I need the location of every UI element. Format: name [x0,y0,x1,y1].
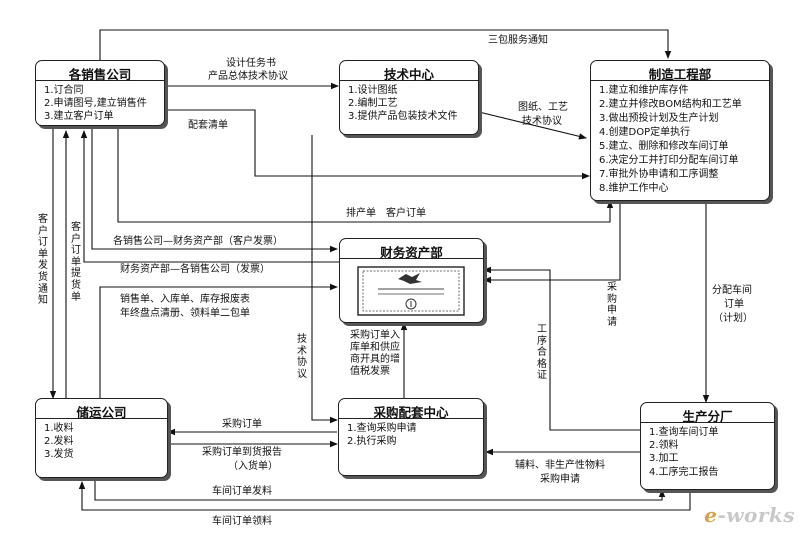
arrow-tech-purchase [311,135,338,424]
production-plant-box[interactable]: 生产分厂 1.查询车间订单 2.领料 3.加工 4.工序完工报告 [640,402,775,490]
tech-item: 2.编制工艺 [348,98,398,110]
mfg-item: 4.创建DOP定单执行 [599,127,691,138]
finance-dept-title: 财务资产部 [340,239,483,260]
plant-item: 2.领料 [649,440,679,452]
mfg-item: 6.决定分工并打印分配车间订单 [599,155,739,166]
label-process-cert-v: 工序合格证 [537,324,547,382]
storage-company-box[interactable]: 储运公司 1.收料 2.发料 3.发货 [35,398,168,478]
tech-item: 3.提供产品包装技术文件 [348,111,458,123]
label-purchase-request-v: 采购申请 [607,282,617,328]
sales-item: 1.订合同 [44,85,84,96]
label-drawings: 图纸、工艺 [518,102,568,113]
label-aux-request-2: 采购申请 [540,474,580,485]
arrow-mfg-purchase-req [483,201,621,284]
sales-companies-title: 各销售公司 [36,61,164,82]
label-shop-pick: 车间订单领料 [212,516,272,527]
mfg-item: 3.做出预投计划及生产计划 [599,113,719,124]
arrow-parts-list [165,109,590,180]
tech-center-box[interactable]: 技术中心 1.设计图纸 2.编制工艺 3.提供产品包装技术文件 [339,60,479,135]
purchase-item: 1.查询采购申请 [347,423,417,434]
mfg-item: 2.建立并修改BOM结构和工艺单 [599,99,742,110]
mfg-item: 8.维护工作中心 [599,183,669,194]
manufacturing-dept-title: 制造工程部 [591,61,769,82]
mfg-item: 7.审批外协申请和工序调整 [599,169,719,180]
purchase-center-title: 采购配套中心 [339,399,483,420]
sales-companies-box[interactable]: 各销售公司 1.订合同 2.申请图号,建立销售件 3.建立客户订单 [35,60,165,126]
storage-item: 1.收料 [44,423,74,434]
label-aux-request-1: 辅料、非生产性物料 [515,460,605,471]
finance-dept-box[interactable]: 财务资产部 [339,238,484,323]
manufacturing-dept-box[interactable]: 制造工程部 1.建立和维护库存件 2.建立并修改BOM结构和工艺单 3.做出预投… [590,60,770,201]
label-reports-1: 销售单、入库单、库存报废表 [120,294,250,305]
label-dispatch-3: （计划） [713,313,753,324]
arrow-drawings [478,111,587,140]
plant-item: 4.工序完工报告 [649,466,719,478]
mfg-item: 5.建立、删除和修改车间订单 [599,141,729,152]
purchase-center-box[interactable]: 采购配套中心 1.查询采购申请 2.执行采购 [338,398,484,476]
label-sales-to-finance: 各销售公司—财务资产部（客户发票） [113,236,283,247]
label-dispatch-1: 分配车间 [712,285,752,296]
production-plant-title: 生产分厂 [641,403,774,424]
arrow-warranty [99,29,672,60]
label-schedule-orders: 排产单 客户订单 [346,208,426,219]
label-purchase-docs: 采购订单入库单和供应商开具的增值税发票 [350,330,400,377]
label-finance-to-sales: 财务资产部—各销售公司（发票） [120,264,270,275]
arrow-shop-issue [94,478,666,501]
sales-item: 3.建立客户订单 [44,111,114,123]
plant-item: 3.加工 [649,453,679,465]
label-arrival-report-2: （入货单） [228,461,278,472]
label-shop-issue: 车间订单发料 [212,486,272,497]
storage-item: 3.发货 [44,449,74,461]
arrow-sales-finance [91,126,338,253]
storage-company-title: 储运公司 [36,399,167,420]
tech-center-title: 技术中心 [340,61,478,82]
label-reports-2: 年终盘点清册、领料单二包单 [120,308,250,319]
purchase-item: 2.执行采购 [347,436,397,448]
storage-item: 2.发料 [44,436,74,448]
label-product-agreement: 产品总体技术协议 [208,71,288,82]
arrow-plant-finance [483,266,640,431]
arrow-schedule [117,126,614,223]
label-warranty: 三包服务通知 [488,35,548,46]
label-arrival-report-1: 采购订单到货报告 [202,447,282,458]
certificate-icon [357,266,465,316]
plant-item: 1.查询车间订单 [649,427,719,438]
arrow-storage-finance [99,283,338,398]
label-design-task: 设计任务书 [226,58,276,69]
label-tech-agreement-v: 技术协议 [297,334,307,380]
arrow-finance-sales [80,130,340,263]
label-parts-list: 配套清单 [188,120,228,131]
label-tech-agreement: 技术协议 [522,116,562,127]
label-customer-order-notice: 客户订单发货通知 [38,214,48,307]
arrow-shop-pick [78,481,691,511]
sales-item: 2.申请图号,建立销售件 [44,98,147,110]
eworks-logo: e-works [704,503,795,527]
label-purchase-order: 采购订单 [222,419,262,430]
tech-item: 1.设计图纸 [348,85,398,96]
mfg-item: 1.建立和维护库存件 [599,85,689,96]
label-customer-order-pick: 客户订单提货单 [71,222,81,303]
label-dispatch-2: 订单 [724,299,744,310]
